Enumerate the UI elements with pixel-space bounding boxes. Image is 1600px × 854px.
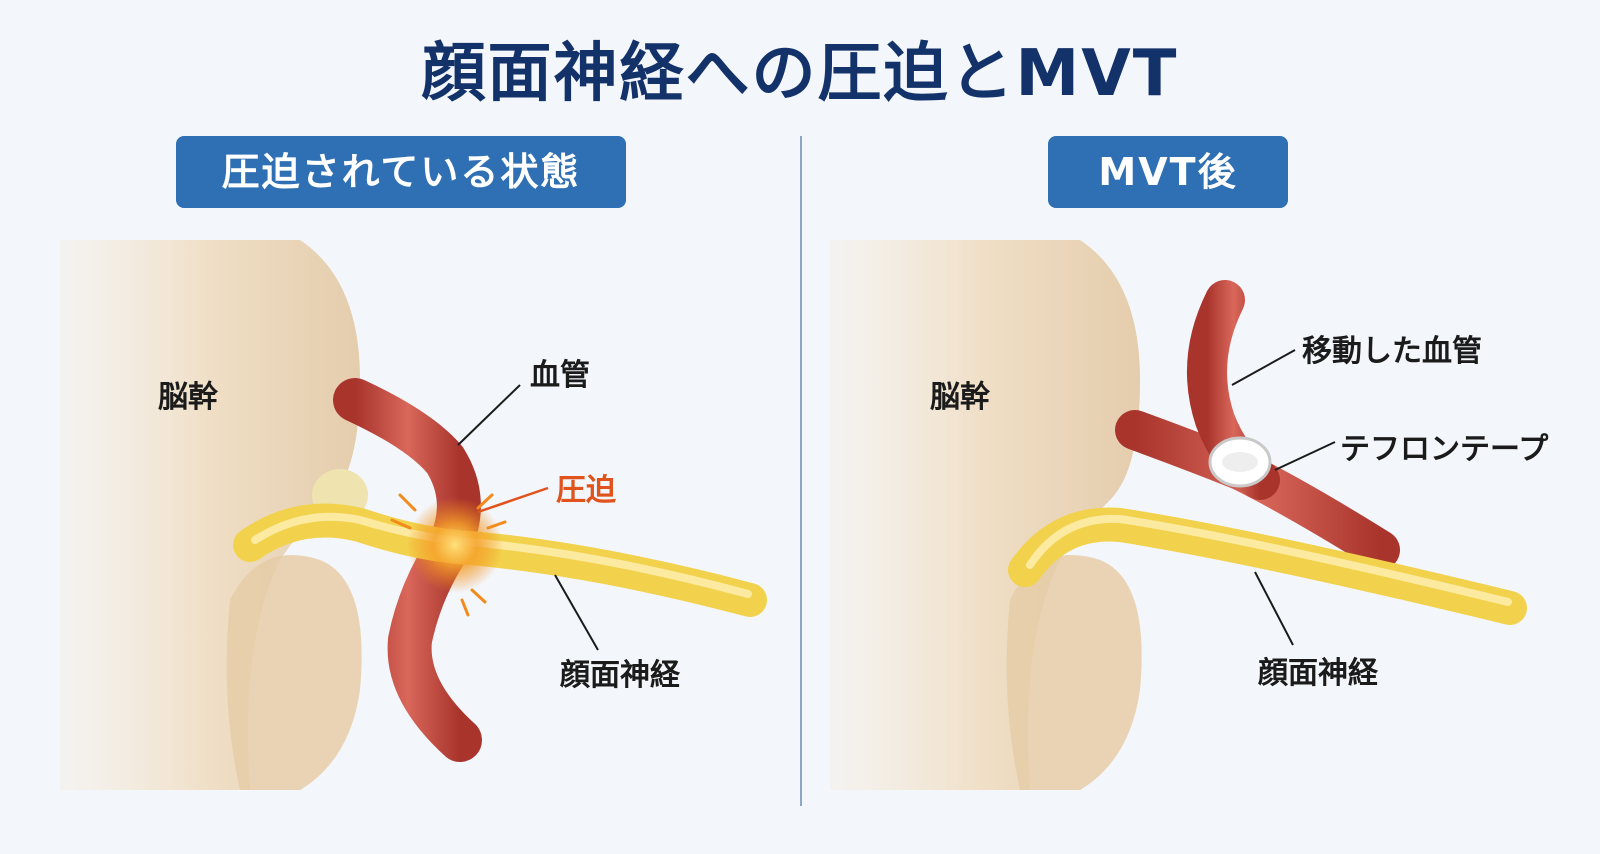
label-facial-nerve-before: 顔面神経 (560, 658, 680, 693)
label-vessel-before: 血管 (530, 358, 590, 393)
panel-after-illustration (830, 240, 1527, 790)
panel-after-heading: MVT後 (1048, 136, 1288, 208)
label-teflon-tape: テフロンテープ (1340, 432, 1549, 467)
compression-leader (477, 486, 549, 514)
moved-vessel-leader (1231, 349, 1296, 386)
label-facial-nerve-after: 顔面神経 (1258, 656, 1378, 691)
panel-before-illustration (60, 240, 767, 790)
label-moved-vessel: 移動した血管 (1302, 334, 1482, 369)
label-compression: 圧迫 (556, 473, 616, 508)
brainstem-lower-lobe-before (226, 555, 362, 790)
label-brainstem-after: 脳幹 (930, 380, 990, 415)
label-brainstem-before: 脳幹 (158, 380, 218, 415)
vessel-leader-before (457, 384, 521, 446)
compression-rays (390, 493, 507, 617)
facial-nerve-highlight-after (1026, 514, 1512, 606)
brainstem-lower-lobe-after (1006, 555, 1142, 790)
nerve-leader-before (554, 574, 599, 651)
page-title: 顔面神経への圧迫とMVT (421, 37, 1179, 111)
brainstem-shape-before (60, 240, 360, 790)
panel-divider (800, 136, 802, 806)
compression-glow (407, 497, 503, 593)
nerve-leader-after (1254, 571, 1294, 646)
teflon-tape-leader (1274, 441, 1336, 471)
panel-before-heading: 圧迫されている状態 (176, 136, 626, 208)
brainstem-shape-after (830, 240, 1140, 790)
teflon-tape-shape (1208, 436, 1272, 488)
